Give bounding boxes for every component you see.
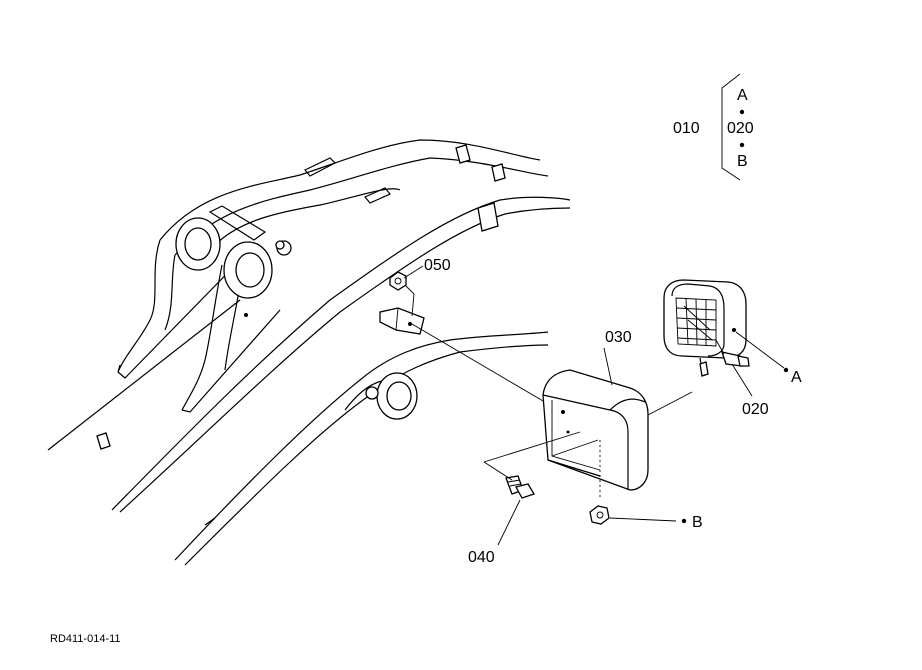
set-group-010: 010 A 020 B bbox=[673, 73, 754, 181]
leader-bolt-to-box bbox=[483, 431, 581, 481]
label-050: 050 bbox=[424, 257, 451, 274]
nut-050[interactable] bbox=[389, 271, 407, 291]
bolt-040[interactable] bbox=[505, 475, 535, 499]
ref-a: A bbox=[791, 369, 802, 386]
nut-b[interactable] bbox=[589, 505, 610, 525]
drawing-code: RD411-014-11 bbox=[50, 633, 121, 645]
leader-050-to-bracket bbox=[405, 285, 415, 317]
leader-050 bbox=[403, 265, 424, 279]
set-item-020: 020 bbox=[727, 120, 754, 137]
boom-structure bbox=[47, 139, 571, 566]
bracket[interactable] bbox=[379, 307, 425, 335]
label-020: 020 bbox=[742, 401, 769, 418]
leader-lamp-to-a bbox=[735, 331, 785, 369]
bulb-020[interactable] bbox=[715, 339, 750, 367]
ref-b: B bbox=[692, 514, 703, 531]
leader-bracket-to-box bbox=[411, 323, 556, 409]
label-040: 040 bbox=[468, 549, 495, 566]
set-item-a: A bbox=[737, 87, 748, 104]
lamp-cover-030[interactable] bbox=[542, 369, 649, 500]
label-010: 010 bbox=[673, 120, 700, 137]
label-030: 030 bbox=[605, 329, 632, 346]
set-bracket bbox=[721, 73, 741, 181]
leader-030 bbox=[603, 347, 613, 386]
set-item-b: B bbox=[737, 153, 748, 170]
leader-020 bbox=[731, 363, 753, 397]
leader-nut-to-b bbox=[609, 517, 677, 522]
leader-040 bbox=[497, 499, 521, 546]
leader-box-to-lamp bbox=[647, 391, 693, 416]
